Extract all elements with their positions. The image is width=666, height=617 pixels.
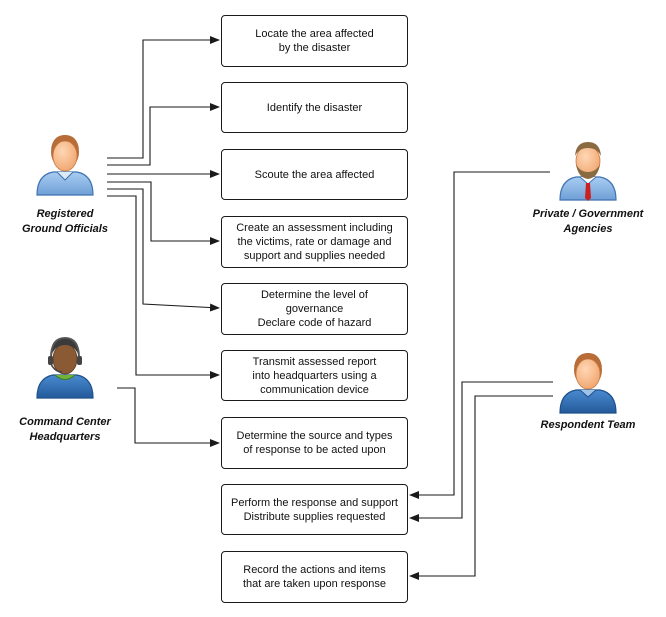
connector-ground-transmit — [107, 195, 220, 379]
actor-label-agencies: Private / Government Agencies — [532, 208, 644, 235]
respondent-team-person-icon — [559, 353, 617, 414]
step-record-actions: Record the actions and items that are ta… — [221, 551, 408, 603]
connector-ground-locate — [107, 36, 220, 159]
connector-agencies-perform — [409, 171, 550, 499]
step-determine-level-text: Determine the level of governance Declar… — [257, 289, 372, 329]
agencies-bearded-person-icon — [559, 142, 617, 201]
step-perform-response-text: Perform the response and support Distrib… — [231, 496, 398, 523]
command-center-headset-person-icon — [36, 336, 94, 399]
step-create-assessment: Create an assessment including the victi… — [221, 216, 408, 268]
step-identify-disaster: Identify the disaster — [221, 82, 408, 133]
step-record-actions-text: Record the actions and items that are ta… — [242, 564, 387, 590]
step-perform-response: Perform the response and support Distrib… — [221, 484, 408, 535]
connector-respondent-perform — [409, 381, 553, 522]
ground-officials-person-icon — [36, 135, 94, 196]
connector-ground-level — [107, 188, 220, 312]
step-scoute-area: Scoute the area affected — [221, 149, 408, 200]
step-determine-level: Determine the level of governance Declar… — [221, 283, 408, 335]
connector-ground-assess — [107, 181, 220, 245]
step-transmit-report: Transmit assessed report into headquarte… — [221, 350, 408, 401]
step-scoute-area-text: Scoute the area affected — [254, 168, 375, 181]
step-create-assessment-text: Create an assessment including the victi… — [236, 222, 393, 262]
step-transmit-report-text: Transmit assessed report into headquarte… — [252, 355, 377, 396]
connector-command-source — [117, 387, 220, 447]
actor-label-command-center: Command Center Headquarters — [19, 416, 111, 443]
actor-label-ground-officials: Registered Ground Officials — [22, 208, 108, 235]
step-identify-disaster-text: Identify the disaster — [266, 101, 363, 114]
connector-ground-identify — [107, 103, 220, 166]
step-determine-source-text: Determine the source and types of respon… — [236, 430, 393, 456]
connector-respondent-record — [409, 395, 553, 580]
step-locate-area: Locate the area affected by the disaster — [221, 15, 408, 67]
step-locate-area-text: Locate the area affected by the disaster — [255, 28, 374, 54]
actor-label-respondent-team: Respondent Team — [540, 419, 636, 431]
step-determine-source: Determine the source and types of respon… — [221, 417, 408, 469]
